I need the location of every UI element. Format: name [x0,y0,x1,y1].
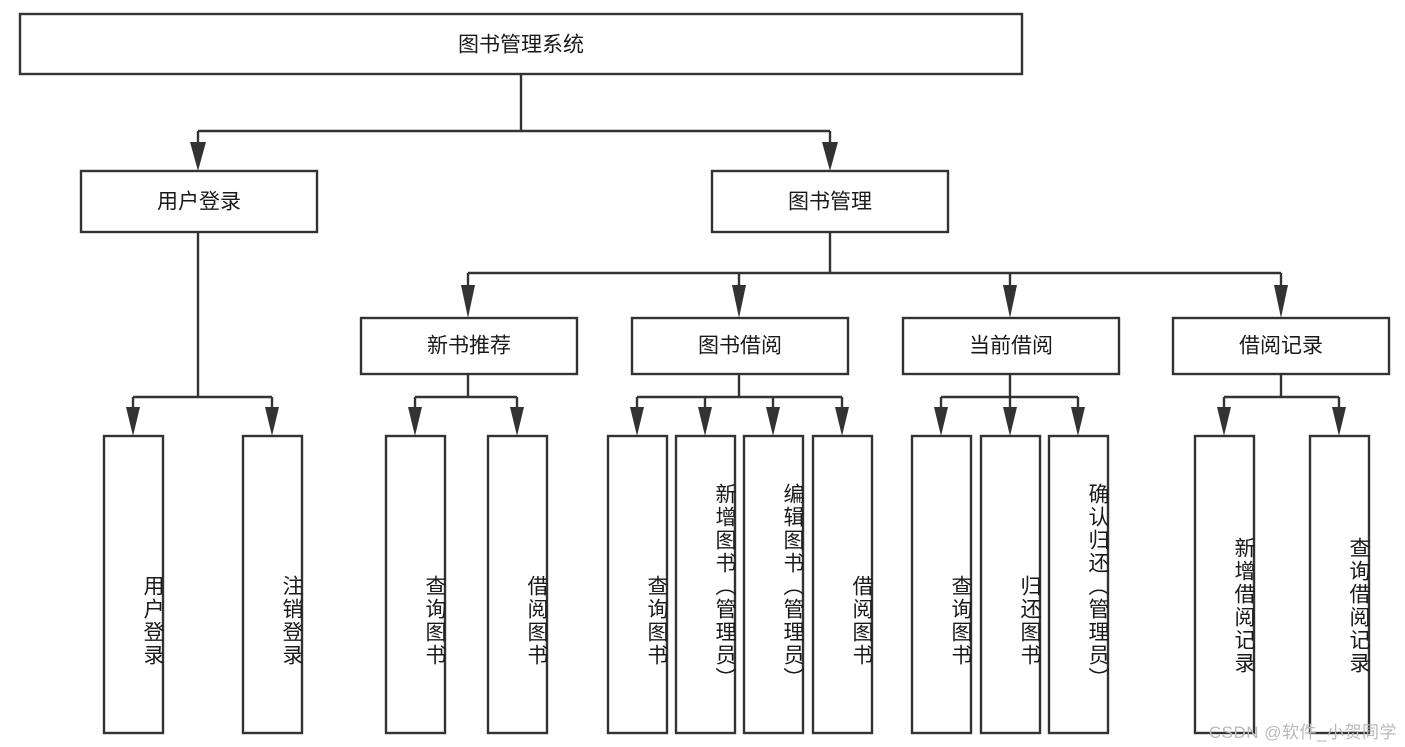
node-book-management-label: 图书管理 [788,191,872,214]
node-leaf-query-book-2[interactable] [606,434,669,735]
node-root-book-management-system[interactable] [18,12,1024,76]
node-group: 图书管理系统 用户登录 图书管理 新书推荐 图书借阅 当前借阅 借阅记录 [18,12,1391,735]
csdn-watermark: CSDN @软件_小贺同学 [1208,723,1397,742]
arrow-to-current-borrow [1003,285,1017,318]
node-leaf-user-login[interactable] [102,434,165,735]
node-user-login-label: 用户登录 [157,191,241,214]
arrow-leaf-bb-4 [835,407,849,436]
node-book-management[interactable] [710,169,950,234]
arrow-leaf-user-login [126,407,140,436]
arrow-leaf-cb-2 [1003,407,1017,436]
arrow-to-book-manage [822,142,838,171]
node-leaf-edit-book-admin[interactable] [742,434,805,735]
arrow-leaf-br-2 [1332,407,1346,436]
node-leaf-add-book-admin[interactable] [674,434,737,735]
node-root-label: 图书管理系统 [458,34,584,57]
node-current-borrow[interactable] [901,316,1121,376]
arrow-leaf-bb-2 [698,407,712,436]
node-leaf-borrow-book-2[interactable] [811,434,874,735]
node-leaf-confirm-return-admin[interactable] [1047,434,1110,735]
node-leaf-add-borrow-record[interactable] [1193,434,1256,735]
arrow-leaf-logout [265,407,279,436]
node-leaf-logout[interactable] [241,434,304,735]
node-book-borrow-label: 图书借阅 [698,335,782,358]
arrow-to-book-borrow [732,285,746,318]
node-book-borrow[interactable] [630,316,850,376]
node-new-book-recommend[interactable] [359,316,579,376]
arrow-leaf-br-1 [1217,407,1231,436]
arrow-leaf-nbr-1 [408,407,422,436]
node-leaf-query-borrow-record[interactable] [1308,434,1371,735]
arrow-leaf-cb-1 [934,407,948,436]
node-current-borrow-label: 当前借阅 [969,335,1053,358]
arrow-leaf-nbr-2 [510,407,524,436]
node-leaf-query-book-3[interactable] [910,434,973,735]
connector-group [126,74,1346,436]
node-new-book-recommend-label: 新书推荐 [427,335,511,358]
node-leaf-borrow-book-1[interactable] [486,434,549,735]
arrow-leaf-cb-3 [1071,407,1085,436]
node-user-login[interactable] [79,169,319,234]
node-borrow-record[interactable] [1171,316,1391,376]
node-leaf-return-book[interactable] [979,434,1042,735]
node-borrow-record-label: 借阅记录 [1239,335,1323,358]
arrow-leaf-bb-3 [766,407,780,436]
arrow-leaf-bb-1 [630,407,644,436]
arrow-to-user-login [190,142,206,171]
arrow-to-new-book-rec [461,285,475,318]
arrow-to-borrow-record [1274,285,1288,318]
node-leaf-query-book-1[interactable] [384,434,447,735]
